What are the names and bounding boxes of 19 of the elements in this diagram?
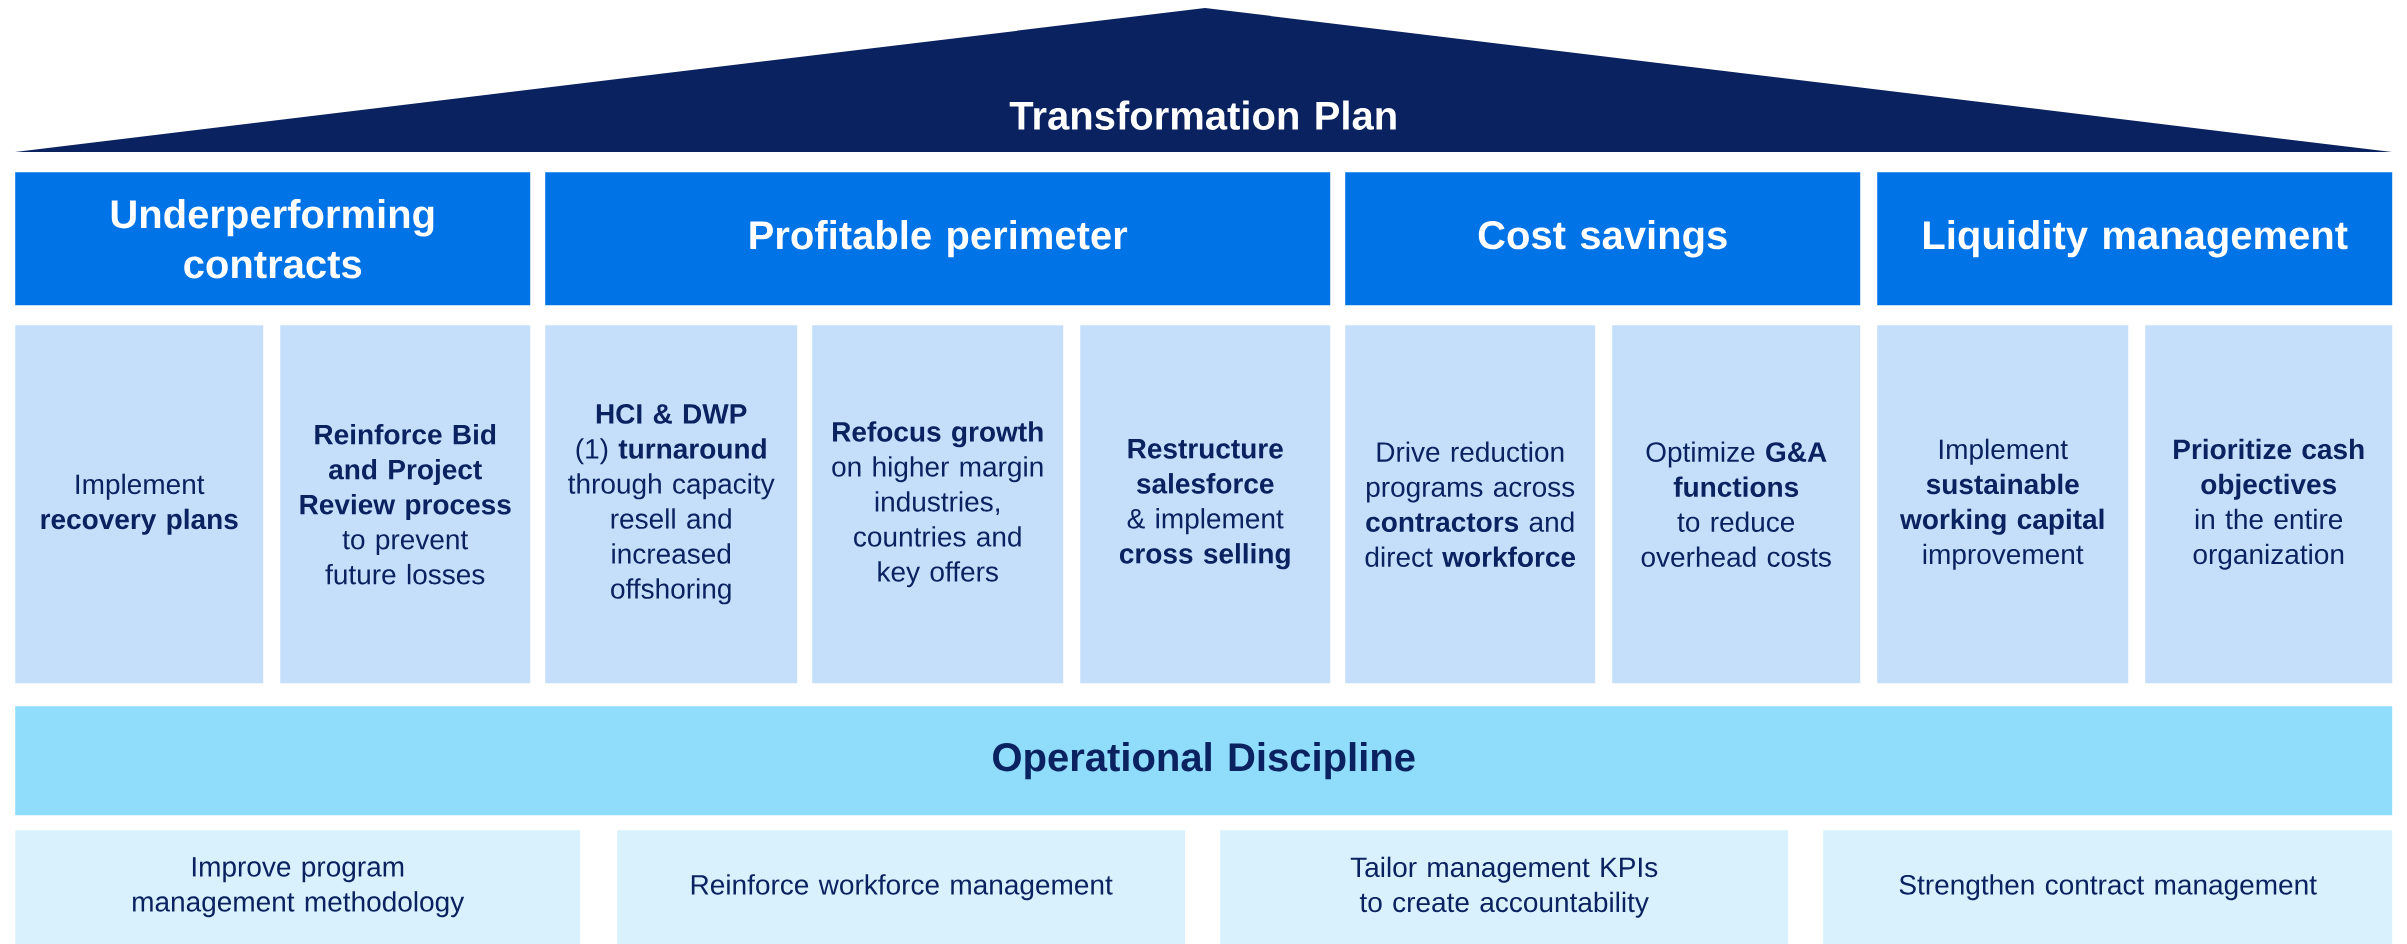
initiative-card: HCI & DWP (1) turnaround through capacity resell and increased offshoring xyxy=(545,325,798,684)
initiative-card: Reinforce Bid and Project Review process to prevent future losses xyxy=(280,325,531,684)
roof-title: Transformation Plan xyxy=(15,8,2392,152)
initiative-card: Restructure salesforce & implement cross selling xyxy=(1080,325,1331,684)
pillar-header: Profitable perimeter xyxy=(545,172,1331,306)
practice-box: Tailor management KPIs to create accountability xyxy=(1220,830,1789,944)
initiative-card: Implement recovery plans xyxy=(15,325,264,684)
initiative-card: Optimize G&A functions to reduce overhead costs xyxy=(1612,325,1861,684)
pillar-header: Liquidity management xyxy=(1877,172,2393,306)
foundation-band: Operational Discipline xyxy=(15,706,2393,816)
initiative-card: Prioritize cash objectives in the entire organization xyxy=(2145,325,2393,684)
practice-box: Improve program management methodology xyxy=(15,830,581,944)
initiative-card: Refocus growth on higher margin industries, countries and key offers xyxy=(812,325,1064,684)
practice-box: Reinforce workforce management xyxy=(617,830,1186,944)
initiative-card: Drive reduction programs across contractors and direct workforce xyxy=(1345,325,1596,684)
pillar-header: Cost savings xyxy=(1345,172,1861,306)
initiative-card: Implement sustainable working capital improvement xyxy=(1877,325,2129,684)
practice-box: Strengthen contract management xyxy=(1823,830,2393,944)
pillar-header: Underperforming contracts xyxy=(15,172,531,306)
